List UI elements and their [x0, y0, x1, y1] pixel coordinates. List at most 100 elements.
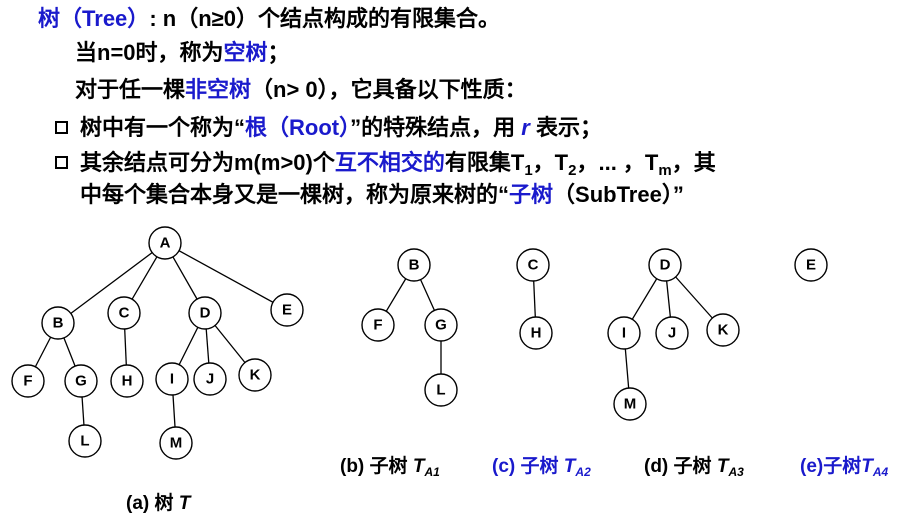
empty-tree-term: 空树	[223, 40, 268, 65]
node-circle	[361, 308, 395, 342]
caption-d-sub: A3	[728, 465, 744, 479]
node-circle	[706, 313, 740, 347]
node-label: I	[170, 371, 174, 388]
node-L: L	[424, 373, 458, 407]
node-H: H	[519, 316, 553, 350]
node-label: D	[660, 257, 671, 274]
bullet2-sep1: ，T	[532, 150, 569, 175]
caption-e-var: T	[861, 456, 873, 477]
caption-b-var: T	[412, 456, 425, 477]
node-circle	[648, 248, 682, 282]
subscript-2: 2	[568, 162, 577, 179]
bullet1-suffix: 表示；	[535, 115, 602, 140]
subscript-1: 1	[524, 162, 533, 179]
bullet-root: 树中有一个称为“根（Root）”的特殊结点，用 r 表示；	[55, 115, 602, 141]
node-label: J	[206, 371, 214, 388]
node-label: E	[282, 302, 292, 319]
paren-open: （	[60, 6, 83, 31]
node-label: D	[200, 305, 211, 322]
node-L: L	[68, 424, 102, 458]
node-label: I	[622, 325, 626, 342]
node-J: J	[655, 316, 689, 350]
node-D: D	[188, 296, 222, 330]
node-circle	[613, 387, 647, 421]
caption-d: (d) 子树 TA3	[644, 451, 744, 479]
caption-a-label: (a) 树	[126, 493, 174, 514]
node-F: F	[361, 308, 395, 342]
node-E: E	[794, 248, 828, 282]
node-circle	[64, 364, 98, 398]
node-circle	[424, 373, 458, 407]
nonempty-prefix: 对于任一棵	[75, 77, 186, 102]
square-bullet-icon	[55, 121, 68, 134]
node-circle	[424, 308, 458, 342]
node-K: K	[706, 313, 740, 347]
nonempty-suffix: （n> 0），它具备以下性质：	[251, 77, 527, 102]
node-C: C	[516, 248, 550, 282]
tree-term-en: Tree	[82, 6, 128, 31]
node-circle	[270, 293, 304, 327]
edge-A-B	[57, 242, 166, 324]
node-circle	[159, 426, 193, 460]
node-label: E	[806, 257, 816, 274]
node-circle	[516, 248, 550, 282]
node-circle	[11, 364, 45, 398]
root-symbol: r	[521, 115, 530, 140]
node-label: L	[80, 433, 89, 450]
bullet2-suffix: ，其	[671, 150, 716, 175]
caption-b-sub: A1	[424, 465, 440, 479]
node-J: J	[193, 362, 227, 396]
node-circle	[148, 226, 182, 260]
node-circle	[107, 296, 141, 330]
node-G: G	[424, 308, 458, 342]
node-D: D	[648, 248, 682, 282]
caption-b-label: (b) 子树	[340, 456, 408, 477]
caption-c-label: (c) 子树	[492, 456, 559, 477]
node-label: B	[53, 315, 64, 332]
node-B: B	[397, 248, 431, 282]
node-H: H	[110, 364, 144, 398]
bullet2-prefix: 其余结点可分为m(m>0)个	[80, 150, 335, 175]
subscript-m: m	[658, 162, 672, 179]
caption-d-label: (d) 子树	[644, 456, 712, 477]
node-I: I	[155, 362, 189, 396]
caption-c-var: T	[563, 456, 576, 477]
edge-A-E	[164, 242, 288, 311]
caption-e-sub: A4	[872, 465, 889, 479]
node-G: G	[64, 364, 98, 398]
node-label: G	[435, 317, 447, 334]
node-circle	[188, 296, 222, 330]
empty-case-suffix: ；	[267, 40, 290, 65]
bullet-subsets: 其余结点可分为m(m>0)个互不相交的有限集T1，T2，... ，Tm，其	[55, 150, 716, 184]
node-F: F	[11, 364, 45, 398]
tree-t2: CH	[516, 248, 553, 350]
node-I: I	[607, 316, 641, 350]
disjoint-term: 互不相交的	[334, 150, 445, 175]
bullet2-sep2: ，... ，T	[576, 150, 659, 175]
node-label: F	[373, 317, 382, 334]
node-label: L	[436, 382, 445, 399]
node-M: M	[159, 426, 193, 460]
empty-case-prefix: 当n=0时，称为	[75, 40, 224, 65]
node-circle	[155, 362, 189, 396]
caption-c: (c) 子树 TA2	[492, 451, 591, 479]
node-circle	[607, 316, 641, 350]
node-A: A	[148, 226, 182, 260]
bullet-subsets-line2: 中每个集合本身又是一棵树，称为原来树的“子树（SubTree）”	[80, 182, 684, 208]
caption-e-label: (e)子树	[800, 456, 862, 477]
bullet1-prefix: 树中有一个称为“	[80, 115, 246, 140]
node-label: G	[75, 373, 87, 390]
node-circle	[68, 424, 102, 458]
node-M: M	[613, 387, 647, 421]
definition-line: 树（Tree）: n（n≥0）个结点构成的有限集合。	[38, 6, 500, 32]
square-bullet-icon	[55, 156, 68, 169]
caption-d-var: T	[716, 456, 729, 477]
empty-case-line: 当n=0时，称为空树；	[75, 40, 290, 66]
node-circle	[110, 364, 144, 398]
node-label: C	[119, 305, 130, 322]
node-label: M	[624, 396, 637, 413]
node-circle	[519, 316, 553, 350]
node-circle	[655, 316, 689, 350]
